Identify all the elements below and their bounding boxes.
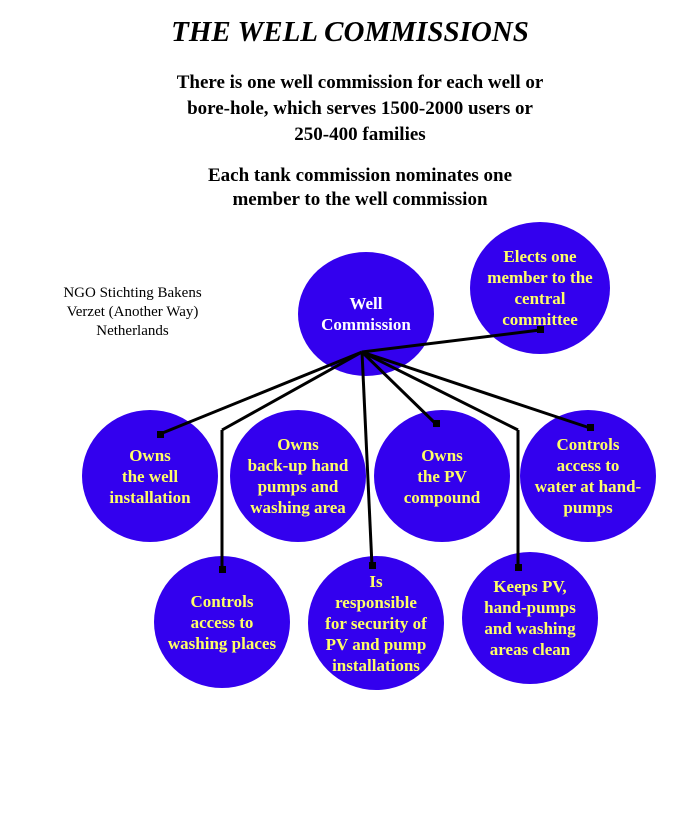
link-to-elects — [361, 328, 541, 354]
node-label-line: access to — [190, 612, 254, 632]
controls-handpump-access-node: Controls access to water at hand-pumps — [520, 410, 656, 542]
node-label-line: PV and pump — [325, 634, 427, 654]
owns-backup-pumps-node: Owns back-up hand pumps and washing area — [230, 410, 366, 542]
link-to-owns-backup — [221, 350, 363, 432]
node-label-line: member to the — [487, 268, 593, 287]
nomination-line: member to the well commission — [232, 189, 488, 210]
node-label: Keeps PV, hand-pumps and washing areas clea… — [484, 576, 576, 660]
link-end — [369, 562, 376, 569]
node-label-line: access to — [556, 456, 620, 475]
ngo-credit: NGO Stichting Bakens Verzet (Another Way… — [40, 284, 225, 341]
node-label-line: areas clean — [489, 640, 571, 659]
node-label-line: Controls — [556, 435, 620, 454]
link-to-security — [360, 351, 374, 567]
node-label-line: Owns — [277, 435, 319, 454]
link-to-owns-pv — [360, 350, 438, 426]
page-title: THE WELL COMMISSIONS — [171, 16, 529, 48]
node-label: Elects one member to the central committee — [487, 246, 592, 330]
node-label: Controls access to water at hand-pumps — [535, 434, 641, 518]
link-end — [433, 420, 440, 427]
node-label-line: Is — [369, 571, 383, 591]
node-label-line: Owns — [421, 445, 463, 465]
link-end — [587, 424, 594, 431]
node-label-line: responsible — [335, 592, 417, 612]
link-end — [157, 431, 164, 438]
node-label-line: washing area — [250, 498, 346, 517]
ngo-line: Netherlands — [96, 323, 169, 339]
intro-line: bore-hole, which serves 1500-2000 users … — [187, 98, 533, 119]
nomination-line: Each tank commission nominates one — [207, 165, 513, 186]
node-label-line: washing places — [167, 633, 277, 653]
node-label-line: pumps — [563, 498, 613, 517]
node-label-line: water at hand- — [534, 477, 642, 496]
node-label-line: installation — [109, 487, 191, 507]
nomination-text: Each tank commission nominates one membe… — [170, 164, 550, 212]
link-to-owns-well — [159, 350, 363, 436]
link-end — [219, 566, 226, 573]
node-label-line: the well — [121, 466, 179, 486]
node-label-line: Elects one — [503, 247, 577, 266]
node-label-line: Owns — [129, 445, 171, 465]
link-to-controls-handpumps — [361, 350, 591, 430]
intro-text: There is one well commission for each we… — [150, 70, 570, 148]
keeps-clean-node: Keeps PV, hand-pumps and washing areas clea… — [462, 552, 598, 684]
node-label-line: compound — [403, 487, 481, 507]
node-label: Owns back-up hand pumps and washing area — [248, 434, 349, 518]
intro-line: 250-400 families — [294, 124, 426, 145]
node-label-line: pumps and — [257, 477, 339, 496]
node-label-line: Controls — [190, 591, 254, 611]
link-end — [537, 326, 544, 333]
node-label-line: Well — [349, 294, 383, 313]
node-label-line: Keeps PV, — [493, 577, 567, 596]
node-label-line: hand-pumps — [484, 598, 576, 617]
node-label-line: for security of — [325, 613, 427, 633]
ngo-line: NGO Stichting Bakens — [63, 285, 202, 301]
ngo-line: Verzet (Another Way) — [66, 304, 199, 320]
intro-line: There is one well commission for each we… — [176, 72, 544, 93]
node-label-line: committee — [502, 310, 578, 329]
link-to-keeps-clean — [361, 350, 519, 432]
node-label-line: the PV — [417, 466, 467, 486]
node-label-line: and washing — [484, 619, 576, 638]
node-label-line: back-up hand — [247, 456, 349, 475]
node-label-line: Commission — [321, 315, 411, 334]
node-label-line: installations — [332, 655, 420, 675]
node-label-line: central — [514, 289, 566, 308]
link-end — [515, 564, 522, 571]
